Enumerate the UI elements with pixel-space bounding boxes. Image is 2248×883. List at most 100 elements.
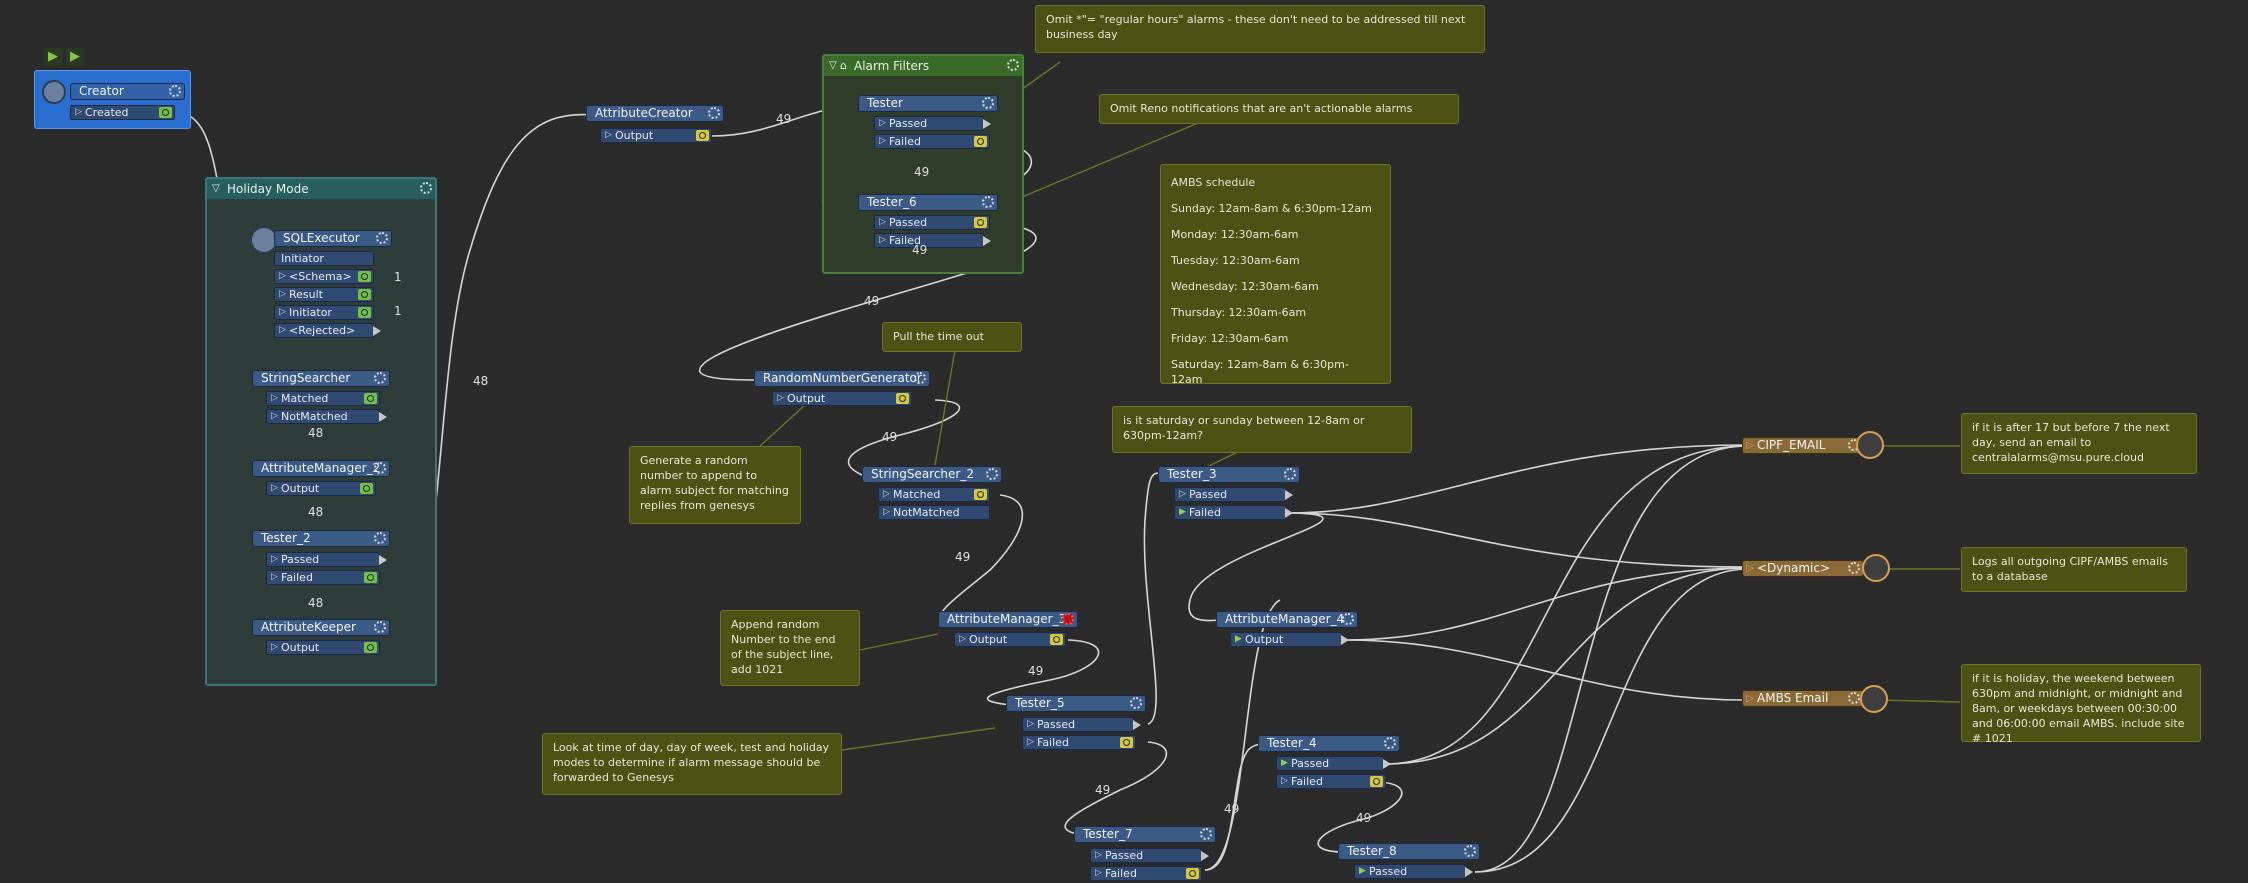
port-sql-schema[interactable]: ▷ <Schema> (274, 269, 374, 284)
gear-icon[interactable] (1200, 828, 1212, 840)
port-sql-rejected[interactable]: ▷ <Rejected> (274, 323, 381, 338)
transformer-attributecreator[interactable]: AttributeCreator (586, 105, 724, 122)
transformer-tester-5[interactable]: Tester_5 (1006, 695, 1146, 712)
transformer-attributekeeper[interactable]: AttributeKeeper (252, 619, 390, 636)
port-ss2-matched[interactable]: ▷ Matched (878, 487, 990, 502)
gear-icon[interactable] (374, 372, 386, 384)
port-am2-output[interactable]: ▷ Output (266, 481, 376, 496)
gear-icon[interactable] (1848, 562, 1860, 574)
gear-icon[interactable] (986, 468, 998, 480)
annotation-look-at-time[interactable]: Look at time of day, day of week, test a… (542, 733, 842, 795)
port-tester2-passed[interactable]: ▷ Passed (266, 552, 387, 567)
port-rng-output[interactable]: ▷ Output (772, 391, 912, 406)
collapse-icon[interactable]: ▽ (212, 183, 220, 194)
port-tester4-passed[interactable]: ▶ Passed (1276, 756, 1391, 771)
gear-icon[interactable] (1130, 697, 1142, 709)
gear-icon[interactable] (708, 107, 720, 119)
writer-cipf-email[interactable]: ▷ CIPF_EMAIL (1742, 437, 1864, 454)
transformer-tester-2[interactable]: Tester_2 (252, 530, 390, 547)
port-tester8-passed[interactable]: ▶ Passed (1354, 864, 1473, 879)
transformer-attributemanager-3[interactable]: AttributeManager_3 (938, 611, 1078, 628)
gear-icon[interactable] (376, 232, 388, 244)
inspect-icon[interactable] (1370, 776, 1383, 787)
inspect-icon[interactable] (358, 289, 371, 300)
gear-icon[interactable] (374, 532, 386, 544)
gear-icon[interactable] (169, 85, 181, 97)
gear-icon[interactable] (374, 621, 386, 633)
port-ss-matched[interactable]: ▷ Matched (266, 391, 380, 406)
annotation-pull-time[interactable]: Pull the time out (882, 322, 1022, 352)
gear-icon[interactable] (1384, 737, 1396, 749)
port-tester7-failed[interactable]: ▷ Failed (1090, 866, 1202, 881)
gear-icon[interactable] (982, 196, 994, 208)
gear-icon[interactable] (420, 182, 432, 194)
annotation-append-random[interactable]: Append random Number to the end of the s… (720, 610, 860, 686)
transformer-tester-7[interactable]: Tester_7 (1074, 826, 1216, 843)
port-sql-result[interactable]: ▷ Result (274, 287, 374, 302)
gear-icon[interactable] (1007, 59, 1019, 71)
inspect-icon[interactable] (1186, 868, 1199, 879)
port-tester3-failed[interactable]: ▶ Failed (1174, 505, 1293, 520)
transformer-tester-3[interactable]: Tester_3 (1158, 466, 1300, 483)
transformer-attributemanager-2[interactable]: AttributeManager_2 (252, 460, 390, 477)
port-ss-notmatched[interactable]: ▷ NotMatched (266, 409, 387, 424)
port-tester-passed[interactable]: ▷ Passed (874, 116, 991, 131)
transformer-tester[interactable]: Tester (858, 95, 998, 112)
transformer-stringsearcher[interactable]: StringSearcher (252, 370, 390, 387)
port-tester5-passed[interactable]: ▷ Passed (1022, 717, 1141, 732)
holiday-mode-header[interactable]: ▽ Holiday Mode (207, 179, 435, 199)
gear-icon[interactable] (914, 372, 926, 384)
gear-icon[interactable] (374, 462, 386, 474)
writer-ambs-email[interactable]: ▷ AMBS Email (1742, 690, 1864, 707)
port-tester2-failed[interactable]: ▷ Failed (266, 570, 380, 585)
annotation-omit-regular-hours[interactable]: Omit *"= "regular hours" alarms - these … (1035, 5, 1485, 53)
inspect-icon[interactable] (364, 393, 377, 404)
inspect-icon[interactable] (974, 217, 987, 228)
inspect-icon[interactable] (1050, 634, 1063, 645)
inspect-icon[interactable] (364, 642, 377, 653)
inspect-icon[interactable] (360, 483, 373, 494)
inspect-icon[interactable] (696, 130, 709, 141)
port-tester3-passed[interactable]: ▷ Passed (1174, 487, 1293, 502)
gear-icon[interactable] (982, 97, 994, 109)
annotation-saturday-sunday[interactable]: is it saturday or sunday between 12-8am … (1112, 406, 1412, 453)
port-creator-created[interactable]: ▷ Created (70, 105, 175, 120)
inspect-icon[interactable] (358, 307, 371, 318)
gear-icon[interactable] (1464, 845, 1476, 857)
inspect-icon[interactable] (974, 136, 987, 147)
transformer-creator[interactable]: Creator (70, 83, 185, 100)
port-ac-output[interactable]: ▷ Output (600, 128, 712, 143)
port-tester5-failed[interactable]: ▷ Failed (1022, 735, 1136, 750)
port-am3-output[interactable]: ▷ Output (954, 632, 1066, 647)
port-tester-failed[interactable]: ▷ Failed (874, 134, 990, 149)
inspect-icon[interactable] (974, 489, 987, 500)
transformer-randomnumbergenerator[interactable]: RandomNumberGenerator (754, 370, 930, 387)
inspect-icon[interactable] (1120, 737, 1133, 748)
transformer-tester-6[interactable]: Tester_6 (858, 194, 998, 211)
port-tester6-passed[interactable]: ▷ Passed (874, 215, 990, 230)
alarm-filters-header[interactable]: ▽ ⌂ Alarm Filters (824, 56, 1022, 76)
transformer-stringsearcher-2[interactable]: StringSearcher_2 (862, 466, 1002, 483)
port-keeper-output[interactable]: ▷ Output (266, 640, 380, 655)
writer-dynamic[interactable]: ▷ <Dynamic> (1742, 560, 1864, 577)
port-am4-output[interactable]: ▶ Output (1230, 632, 1349, 647)
transformer-sqlexecutor[interactable]: SQLExecutor (274, 230, 392, 247)
inspect-icon[interactable] (364, 572, 377, 583)
inspect-icon[interactable] (159, 107, 172, 118)
annotation-after-17[interactable]: if it is after 17 but before 7 the next … (1961, 413, 2197, 474)
run-button[interactable]: ▶ (44, 48, 62, 66)
port-sql-initiator[interactable]: ▷ Initiator (274, 305, 374, 320)
holiday-mode-bookmark[interactable]: ▽ Holiday Mode (205, 177, 437, 686)
gear-icon[interactable] (1284, 468, 1296, 480)
annotation-omit-reno[interactable]: Omit Reno notifications that are an't ac… (1099, 94, 1459, 124)
transformer-attributemanager-4[interactable]: AttributeManager_4 (1216, 611, 1358, 628)
annotation-ambs-schedule[interactable]: AMBS schedule Sunday: 12am-8am & 6:30pm-… (1160, 164, 1391, 386)
port-tester7-passed[interactable]: ▷ Passed (1090, 848, 1209, 863)
inspect-icon[interactable] (358, 271, 371, 282)
port-sql-initiator-input[interactable]: Initiator (274, 251, 374, 266)
transformer-tester-4[interactable]: Tester_4 (1258, 735, 1400, 752)
collapse-icon[interactable]: ▽ (829, 60, 837, 71)
annotation-logs-outgoing[interactable]: Logs all outgoing CIPF/AMBS emails to a … (1961, 547, 2187, 592)
run-from-here-button[interactable]: ▶ (66, 48, 84, 66)
port-tester6-failed[interactable]: ▷ Failed (874, 233, 991, 248)
